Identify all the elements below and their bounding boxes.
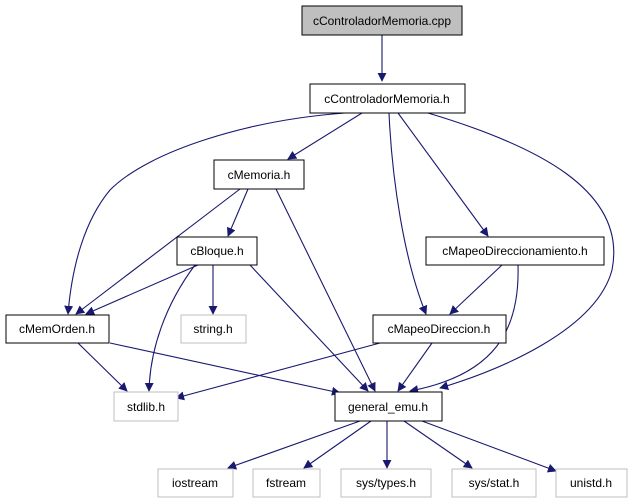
edge-memorden-to-stdlib [77,342,128,392]
edge-controlador-to-memoria [287,112,363,160]
node-memoria-h-label: cMemoria.h [228,168,291,182]
node-bloque-h[interactable]: cBloque.h [176,236,258,266]
edge-bloque-to-memorden [85,264,199,315]
edge-memoria-to-general [275,188,376,392]
edge-mapeodir-to-mapeodireccion [449,264,503,315]
node-mapeodireccion-h[interactable]: cMapeoDireccion.h [372,314,507,344]
edge-controlador-to-mapeodireccion [388,112,428,315]
node-general-emu-h-label: general_emu.h [348,400,428,414]
node-bloque-h-label: cBloque.h [190,244,243,258]
node-sys-types-h[interactable]: sys/types.h [340,468,432,498]
node-root[interactable]: cControladorMemoria.cpp [301,5,463,36]
edge-memoria-to-memorden [75,188,241,315]
node-unistd-h-label: unistd.h [570,476,612,490]
node-controlador-h[interactable]: cControladorMemoria.h [309,83,466,114]
edge-mapeodireccion-to-general [397,342,433,392]
node-string-h[interactable]: string.h [180,314,247,344]
node-string-h-label: string.h [193,322,232,336]
node-iostream[interactable]: iostream [157,468,234,498]
node-fstream-label: fstream [266,476,306,490]
edge-controlador-to-general [427,112,615,390]
node-general-emu-h[interactable]: general_emu.h [334,391,443,422]
edge-general-to-sysstat [403,420,473,469]
node-iostream-label: iostream [172,476,218,490]
edge-controlador-to-memorden [64,112,346,315]
edge-mapeodireccion-to-stdlib [175,342,381,401]
node-fstream[interactable]: fstream [252,468,321,498]
node-stdlib-h[interactable]: stdlib.h [113,391,179,422]
edge-general-to-iostream [227,420,361,470]
node-controlador-h-label: cControladorMemoria.h [324,92,449,106]
edge-memoria-to-bloque [227,188,249,237]
node-stdlib-h-label: stdlib.h [127,400,165,414]
node-root-label: cControladorMemoria.cpp [313,14,451,28]
node-memoria-h[interactable]: cMemoria.h [213,159,305,190]
edge-mapeodir-to-general [409,264,519,394]
node-sys-stat-h-label: sys/stat.h [469,476,520,490]
node-memorden-h-label: cMemOrden.h [19,322,95,336]
node-unistd-h[interactable]: unistd.h [555,468,628,498]
node-sys-types-h-label: sys/types.h [356,476,416,490]
edge-general-to-fstream [303,420,372,469]
node-mapeodireccionamiento-h-label: cMapeoDireccionamiento.h [442,244,587,258]
node-sys-stat-h[interactable]: sys/stat.h [451,468,537,498]
edge-general-to-unistd [421,420,557,473]
node-mapeodireccion-h-label: cMapeoDireccion.h [388,322,491,336]
edge-controlador-to-mapeodir [397,112,489,237]
edge-memorden-to-general [109,342,341,396]
edge-bloque-to-general [249,264,369,392]
edge-bloque-to-stdlib [144,264,196,392]
node-mapeodireccionamiento-h[interactable]: cMapeoDireccionamiento.h [425,236,605,266]
node-memorden-h[interactable]: cMemOrden.h [5,314,110,344]
